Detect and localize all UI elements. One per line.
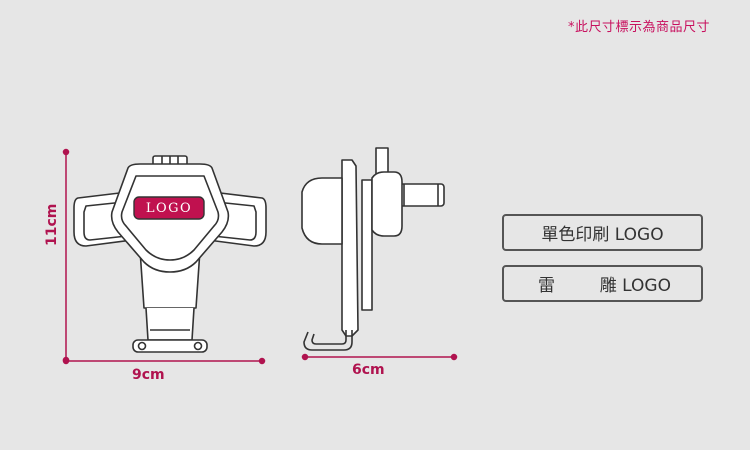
option-laser-engrave[interactable]: 雷 雕 LOGO	[502, 265, 703, 302]
height-label: 11cm	[44, 203, 60, 246]
size-note: *此尺寸標示為商品尺寸	[567, 20, 710, 35]
option-label: 單色印刷 LOGO	[541, 225, 664, 245]
logo-text: LOGO	[145, 201, 193, 216]
option-label-right: 雕 LOGO	[599, 276, 671, 296]
option-single-color-print[interactable]: 單色印刷 LOGO	[502, 214, 703, 251]
logo-plate	[133, 196, 205, 220]
depth-dimension-line	[301, 353, 458, 361]
depth-label: 6cm	[352, 362, 385, 378]
height-dimension-line	[62, 148, 70, 364]
width-label: 9cm	[132, 367, 165, 383]
width-dimension-line	[62, 357, 266, 365]
option-label-left: 雷	[538, 276, 555, 296]
holder-side-view	[301, 147, 445, 351]
holder-front-view	[73, 155, 267, 353]
